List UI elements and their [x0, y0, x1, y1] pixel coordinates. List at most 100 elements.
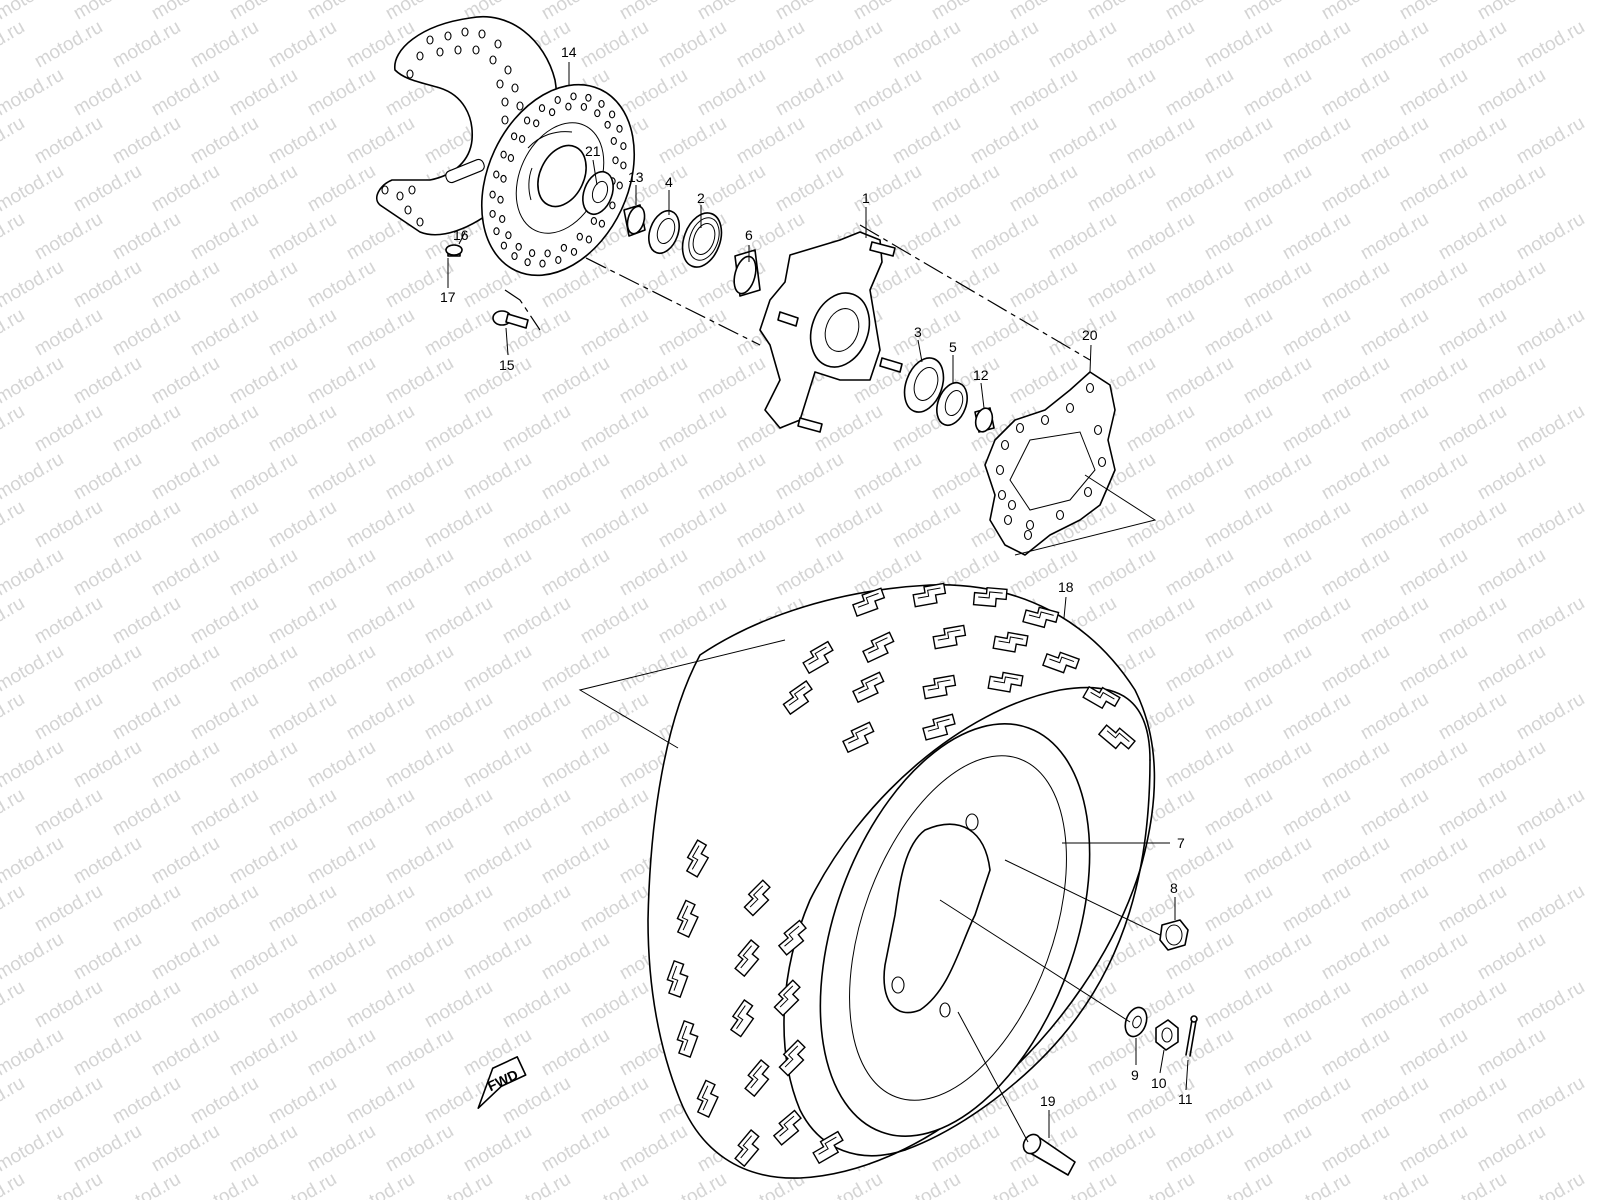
tread-block	[972, 586, 1008, 608]
watermark-text: motod.ru	[1396, 929, 1471, 985]
label-part-10: 10	[1151, 1075, 1167, 1091]
watermark-text: motod.ru	[109, 113, 184, 169]
watermark-text: motod.ru	[226, 0, 301, 24]
watermark-text: motod.ru	[1123, 17, 1198, 73]
watermark-text: motod.ru	[1513, 401, 1588, 457]
watermark-text: motod.ru	[1279, 401, 1354, 457]
guard-hole	[516, 101, 524, 111]
watermark-text: motod.ru	[1006, 161, 1081, 217]
watermark-text: motod.ru	[1006, 65, 1081, 121]
watermark-text: motod.ru	[0, 1025, 67, 1081]
label-part-21: 21	[585, 143, 601, 159]
hub-plate-20	[984, 371, 1116, 556]
watermark-text: motod.ru	[421, 305, 496, 361]
tread-block	[862, 631, 895, 664]
watermark-text: motod.ru	[616, 0, 691, 24]
watermark-text: motod.ru	[1513, 785, 1588, 841]
watermark-text: motod.ru	[1318, 353, 1393, 409]
watermark-text: motod.ru	[70, 257, 145, 313]
watermark-text: motod.ru	[109, 785, 184, 841]
watermark-text: motod.ru	[265, 689, 340, 745]
watermark-text: motod.ru	[1435, 497, 1510, 553]
label-part-18: 18	[1058, 579, 1074, 595]
watermark-text: motod.ru	[0, 257, 67, 313]
watermark-text: motod.ru	[1396, 737, 1471, 793]
watermark-text: motod.ru	[226, 449, 301, 505]
plate-hole	[1000, 439, 1010, 451]
disc-vent-hole	[489, 190, 496, 199]
watermark-text: motod.ru	[1357, 17, 1432, 73]
disc-vent-hole	[528, 249, 536, 258]
watermark-text: motod.ru	[226, 353, 301, 409]
tread-block	[676, 899, 699, 938]
guard-hole	[436, 47, 444, 57]
watermark-text: motod.ru	[1513, 1073, 1588, 1129]
watermark-text: motod.ru	[1513, 881, 1588, 937]
watermark-text: motod.ru	[460, 545, 535, 601]
watermark-text: motod.ru	[1318, 545, 1393, 601]
watermark-text: motod.ru	[1240, 929, 1315, 985]
watermark-text: motod.ru	[0, 209, 28, 265]
watermark-text: motod.ru	[1396, 833, 1471, 889]
tread-block	[685, 839, 710, 878]
watermark-text: motod.ru	[226, 833, 301, 889]
washer-9	[1124, 1006, 1148, 1038]
watermark-text: motod.ru	[1162, 65, 1237, 121]
watermark-text: motod.ru	[460, 641, 535, 697]
watermark-text: motod.ru	[343, 785, 418, 841]
watermark-text: motod.ru	[343, 305, 418, 361]
disc-vent-hole	[538, 104, 546, 113]
guard-hole	[472, 45, 480, 55]
watermark-text: motod.ru	[1474, 737, 1549, 793]
watermark-text: motod.ru	[187, 401, 262, 457]
watermark-text: motod.ru	[148, 161, 223, 217]
guard-hole	[501, 97, 509, 107]
watermark-text: motod.ru	[655, 305, 730, 361]
disc-vent-hole	[548, 108, 556, 117]
tread-block	[696, 1079, 719, 1118]
guard-hole	[406, 69, 414, 79]
watermark-text: motod.ru	[1318, 641, 1393, 697]
watermark-text: motod.ru	[148, 65, 223, 121]
watermark-text: motod.ru	[343, 1169, 418, 1200]
watermark-text: motod.ru	[1474, 833, 1549, 889]
watermark-text: motod.ru	[1279, 593, 1354, 649]
disc-vent-hole	[608, 110, 616, 119]
watermark-text: motod.ru	[226, 1025, 301, 1081]
spacer-12	[974, 407, 995, 433]
watermark-text: motod.ru	[460, 449, 535, 505]
watermark-text: motod.ru	[148, 833, 223, 889]
oil-seal-4	[648, 209, 680, 255]
watermark-text: motod.ru	[616, 353, 691, 409]
label-part-3: 3	[914, 324, 922, 340]
disc-vent-hole	[523, 116, 531, 125]
watermark-text: motod.ru	[1513, 113, 1588, 169]
watermark-text: motod.ru	[1279, 977, 1354, 1033]
watermark-text: motod.ru	[1279, 785, 1354, 841]
watermark-text: motod.ru	[109, 305, 184, 361]
watermark-text: motod.ru	[31, 305, 106, 361]
watermark-text: motod.ru	[1513, 17, 1588, 73]
watermark-text: motod.ru	[0, 449, 67, 505]
disc-vent-hole	[533, 119, 540, 128]
watermark-text: motod.ru	[967, 113, 1042, 169]
watermark-text: motod.ru	[1474, 353, 1549, 409]
brake-disc	[480, 83, 636, 277]
watermark-text: motod.ru	[1084, 65, 1159, 121]
watermark-text: motod.ru	[343, 593, 418, 649]
watermark-text: motod.ru	[70, 65, 145, 121]
watermark-text: motod.ru	[1396, 1025, 1471, 1081]
disc-vent-hole	[500, 241, 508, 250]
spacer-6	[733, 249, 761, 297]
disc-vent-hole	[590, 217, 598, 225]
disc-vent-hole	[598, 99, 605, 108]
watermark-text: motod.ru	[382, 1025, 457, 1081]
watermark-text: motod.ru	[1240, 737, 1315, 793]
watermark-text: motod.ru	[1162, 449, 1237, 505]
watermark-text: motod.ru	[850, 65, 925, 121]
guard-hole	[494, 39, 502, 49]
watermark-text: motod.ru	[967, 17, 1042, 73]
watermark-text: motod.ru	[382, 0, 457, 24]
watermark-text: motod.ru	[0, 1073, 28, 1129]
watermark-text: motod.ru	[694, 65, 769, 121]
